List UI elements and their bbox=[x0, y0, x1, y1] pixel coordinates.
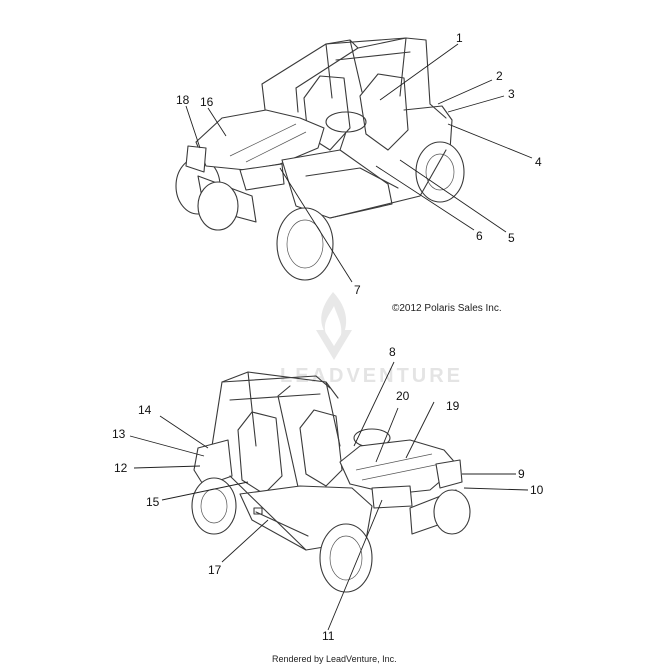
callout-bottom-20: 20 bbox=[396, 389, 410, 403]
callout-top-2: 2 bbox=[496, 69, 503, 83]
callout-bottom-8: 8 bbox=[389, 345, 396, 359]
callout-top-7: 7 bbox=[354, 283, 361, 297]
bottom-leader-lines bbox=[129, 361, 529, 631]
bottom-callouts: 8 9 10 11 12 13 14 15 17 19 20 bbox=[112, 345, 544, 643]
callout-bottom-17: 17 bbox=[208, 563, 222, 577]
callout-bottom-9: 9 bbox=[518, 467, 525, 481]
callout-bottom-12: 12 bbox=[114, 461, 128, 475]
callout-bottom-13: 13 bbox=[112, 427, 126, 441]
callout-top-6: 6 bbox=[476, 229, 483, 243]
footer-rendered-by: Rendered by LeadVenture, Inc. bbox=[272, 654, 397, 664]
callout-top-18: 18 bbox=[176, 93, 190, 107]
callout-top-5: 5 bbox=[508, 231, 515, 245]
callout-top-4: 4 bbox=[535, 155, 542, 169]
callout-top-16: 16 bbox=[200, 95, 214, 109]
vehicle-top-illustration bbox=[175, 37, 465, 281]
callout-bottom-11: 11 bbox=[322, 629, 335, 643]
top-callouts: 1 2 3 4 5 6 7 16 18 bbox=[176, 31, 542, 297]
callout-top-1: 1 bbox=[456, 31, 463, 45]
callout-bottom-14: 14 bbox=[138, 403, 152, 417]
copyright-text: ©2012 Polaris Sales Inc. bbox=[392, 303, 502, 314]
callout-bottom-19: 19 bbox=[446, 399, 460, 413]
top-leader-lines bbox=[185, 43, 533, 283]
callout-bottom-15: 15 bbox=[146, 495, 160, 509]
callout-top-3: 3 bbox=[508, 87, 515, 101]
callout-bottom-10: 10 bbox=[530, 483, 544, 497]
vehicle-bottom-illustration bbox=[191, 371, 471, 593]
